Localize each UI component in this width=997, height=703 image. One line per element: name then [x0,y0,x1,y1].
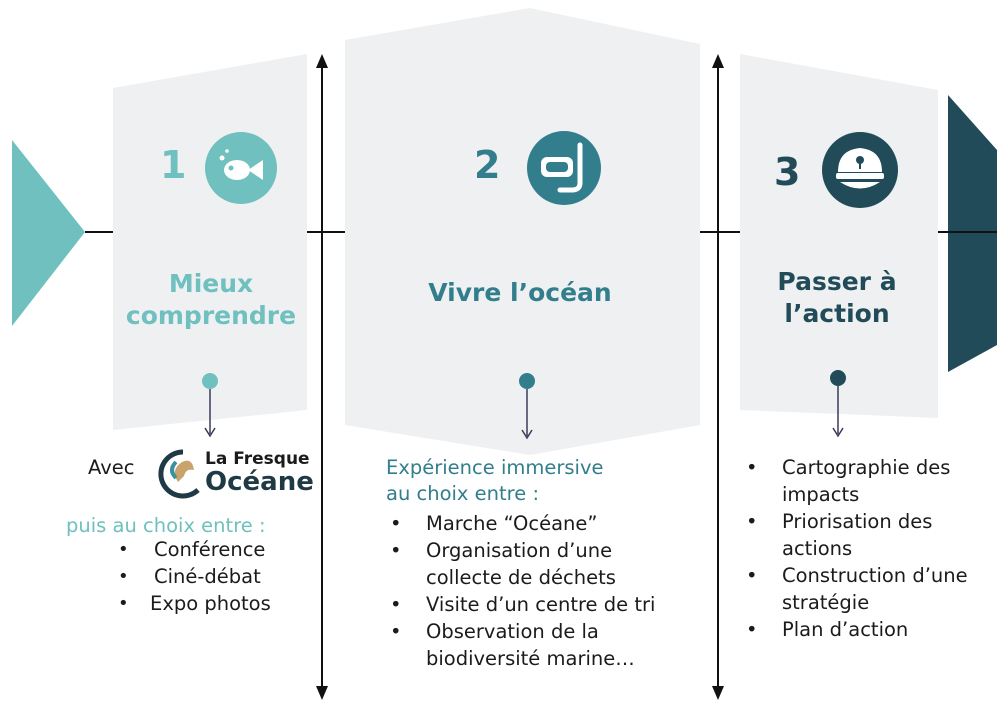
step-title-1: Mieux comprendre [108,268,314,332]
start-chevron [12,140,85,326]
step-number-3: 3 [774,150,801,194]
pin-arrow-step-3 [830,370,846,438]
vertical-double-arrow [712,54,724,700]
vertical-double-arrow [316,54,328,700]
fish-icon [205,132,277,204]
captain-hat-icon [822,132,898,208]
pin-arrow-step-2 [519,373,535,440]
step-2-list-intro-line-2: au choix entre : [386,482,540,505]
list-item: •Conférence [118,538,266,561]
list-item: •Plan d’action [746,618,909,641]
panel-step-2 [345,8,700,455]
list-item: •Ciné-débat [118,565,261,588]
step-title-3-line-1: Passer à [777,267,897,296]
snorkel-mask-icon [527,131,601,205]
step-2-list-intro-line-1: Expérience immersive [386,456,604,479]
la-fresque-oceane-logo-mark [158,449,200,499]
step-number-2: 2 [474,143,501,187]
step-title-2: Vivre l’océan [428,278,612,307]
list-item: •Visite d’un centre de tri [390,593,656,616]
step-title-3-line-2: l’action [784,299,890,328]
pin-arrow-step-1 [202,373,218,438]
step-2-list-intro: Expérience immersive au choix entre : [386,455,603,507]
panel-step-3 [740,54,938,418]
list-item: •Marche “Océane” [390,512,598,535]
step-number-1: 1 [160,143,187,187]
step-title-1-line-1: Mieux [168,269,254,298]
step-1-bullet-list: •Conférence •Ciné-débat •Expo photos [118,536,271,617]
end-chevron [948,95,997,372]
step-title-1-line-2: comprendre [125,301,297,330]
intro-prefix-avec: Avec [88,456,135,479]
logo-text-bottom: Océane [205,467,314,497]
step-1-list-intro: puis au choix entre : [66,514,266,537]
list-item: •Expo photos [118,592,271,615]
step-title-3: Passer à l’action [752,266,922,330]
logo-text-top: La Fresque [205,449,310,469]
